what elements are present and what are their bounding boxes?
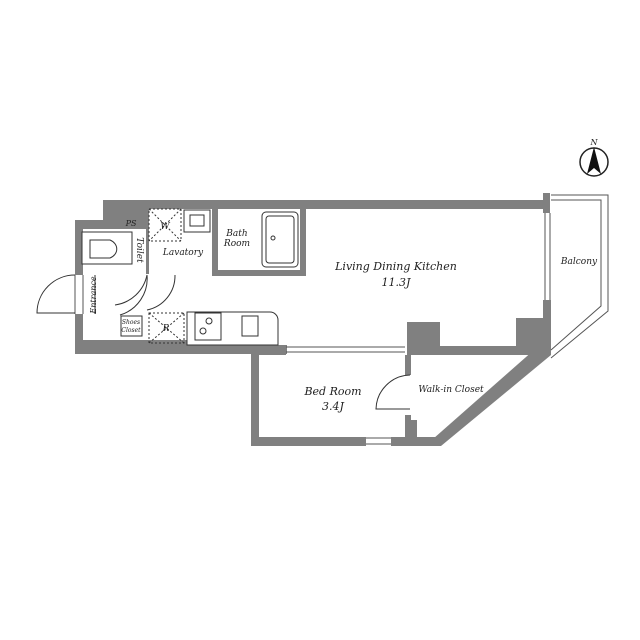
north-compass-icon: N (579, 138, 609, 177)
ldk-label: Living Dining Kitchen (334, 260, 457, 273)
fridge-label: R (162, 324, 170, 334)
ldk-size: 11.3J (382, 276, 411, 289)
balcony-outline (550, 194, 609, 359)
ps-label: PS (125, 219, 137, 228)
bath-label-1: Bath (225, 229, 247, 239)
walkin-closet-label: Walk-in Closet (418, 385, 484, 395)
lavatory-label: Lavatory (162, 248, 204, 258)
fixtures (81, 208, 299, 346)
compass-label: N (590, 138, 599, 147)
washer-label: W (160, 222, 170, 232)
bath-label-2: Room (223, 239, 250, 249)
bedroom-size: 3.4J (322, 400, 344, 413)
shoes-closet-label-2: Closet (121, 327, 141, 334)
doors (36, 274, 411, 410)
windows (74, 213, 551, 445)
balcony-label: Balcony (560, 257, 598, 267)
toilet-label: Toilet (134, 237, 144, 263)
shoes-closet-label-1: Shoes (122, 319, 140, 326)
walls (75, 193, 551, 446)
entrance-label: Entrance (89, 276, 98, 314)
bedroom-label: Bed Room (303, 385, 361, 398)
